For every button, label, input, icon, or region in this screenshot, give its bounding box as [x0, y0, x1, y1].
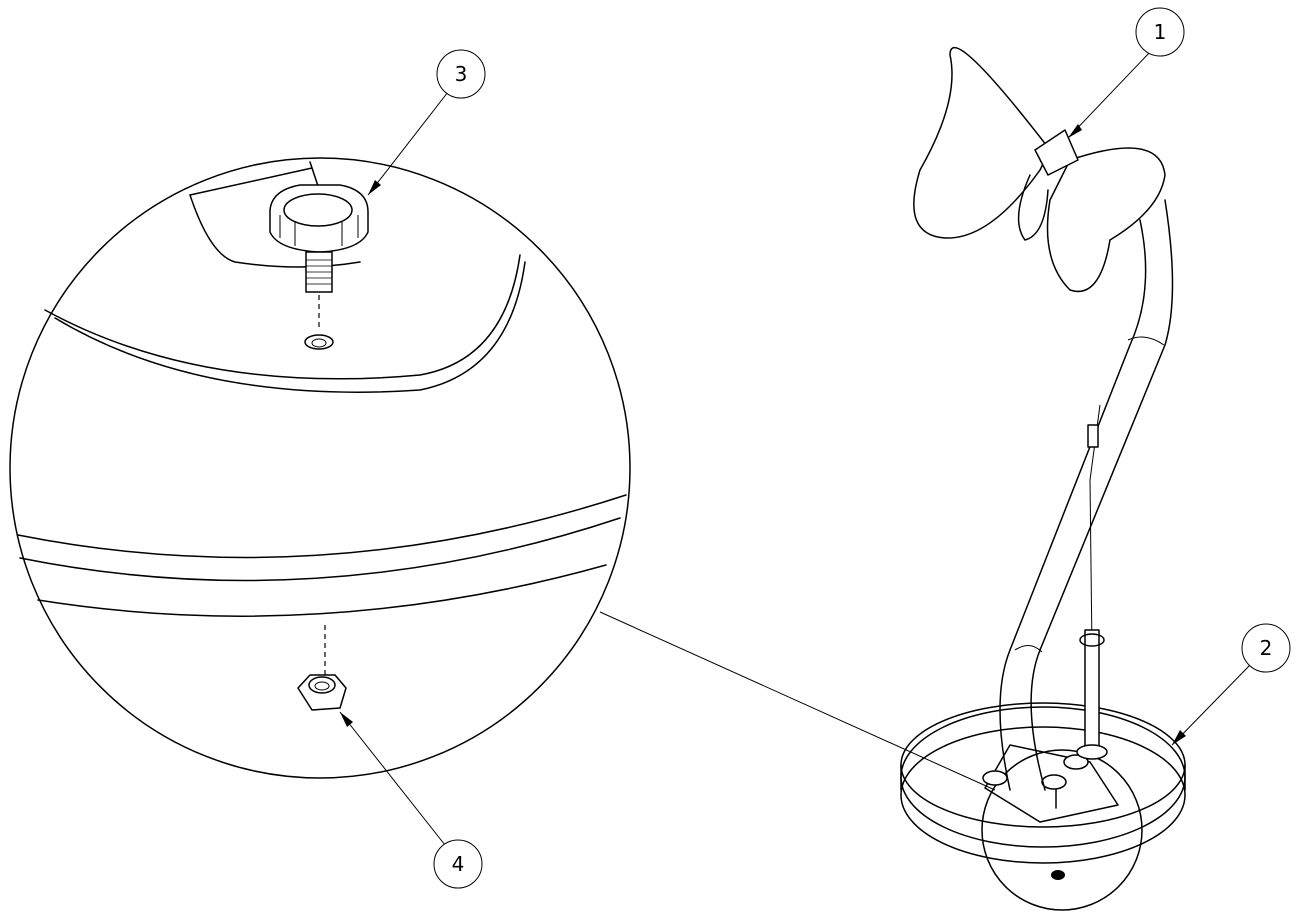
balloon-4-label: 4	[452, 852, 465, 876]
base-disc-rim	[900, 726, 1186, 864]
base-disc-top	[900, 702, 1186, 828]
stand-tube-joint-low	[1014, 645, 1043, 653]
balloon-4-leader	[339, 711, 446, 846]
balloon-2-circle	[1241, 623, 1291, 673]
rod-ring-top	[1079, 633, 1105, 647]
stand-tube-front	[999, 219, 1147, 791]
pad-hinge	[1034, 129, 1079, 176]
nut-bore	[308, 676, 336, 694]
base-ring-1	[17, 494, 627, 559]
knob-hole	[304, 334, 334, 350]
knob-thread-lines	[306, 259, 332, 285]
balloon-4-circle	[433, 839, 483, 889]
knob-part	[269, 184, 369, 293]
pad-clip	[1017, 174, 1049, 241]
detail-circle	[9, 157, 631, 779]
balloon-3: 3	[367, 49, 486, 196]
balloon-2-label: 2	[1260, 636, 1273, 660]
balloon-2: 2	[1171, 623, 1291, 746]
knob-hole-inner	[311, 338, 327, 348]
balloon-3-circle	[436, 49, 486, 99]
base-top-rim	[44, 254, 521, 380]
base-knob-3	[1063, 754, 1089, 770]
base-disc-sides	[900, 764, 1186, 791]
rod-foot	[1076, 744, 1108, 760]
nut-bore-inner	[314, 681, 330, 691]
base-nut	[1051, 870, 1065, 880]
stand-tube-joint-high	[1127, 336, 1165, 346]
knob-top	[283, 193, 353, 227]
base-top-rim-inner	[54, 261, 526, 393]
knob-grip-lines	[279, 215, 359, 246]
balloon-3-arrow	[368, 180, 381, 195]
base-inner-plate	[984, 744, 1119, 823]
balloon-3-leader	[367, 91, 449, 196]
balloon-1-label: 1	[1154, 20, 1167, 44]
balloon-1-circle	[1135, 7, 1185, 57]
detail-marker-circle	[981, 749, 1143, 911]
balloon-3-label: 3	[455, 62, 468, 86]
balloon-1: 1	[1067, 7, 1185, 139]
cable-clip	[1087, 424, 1099, 448]
base-ring-3	[37, 564, 607, 617]
nut-part	[297, 674, 347, 711]
pad-left	[913, 46, 1051, 239]
pad-right	[1046, 147, 1166, 293]
base-top-edge	[189, 167, 313, 196]
balloon-4-arrow	[340, 712, 353, 727]
detail-view	[9, 157, 631, 779]
balloon-2-arrow	[1172, 730, 1186, 745]
stand-tube-back	[1030, 199, 1174, 791]
support-rod	[1084, 629, 1100, 751]
base-knob-1	[982, 770, 1008, 786]
base-knob-2	[1041, 774, 1067, 790]
base-notch-edge	[309, 161, 319, 187]
balloon-1-leader	[1067, 51, 1151, 139]
balloon-4: 4	[339, 711, 483, 889]
base-ring-2	[19, 517, 621, 582]
main-assembly	[900, 46, 1186, 911]
balloon-2-leader	[1171, 664, 1251, 746]
detail-leader-line	[599, 611, 996, 791]
balloon-1-arrow	[1068, 124, 1082, 138]
